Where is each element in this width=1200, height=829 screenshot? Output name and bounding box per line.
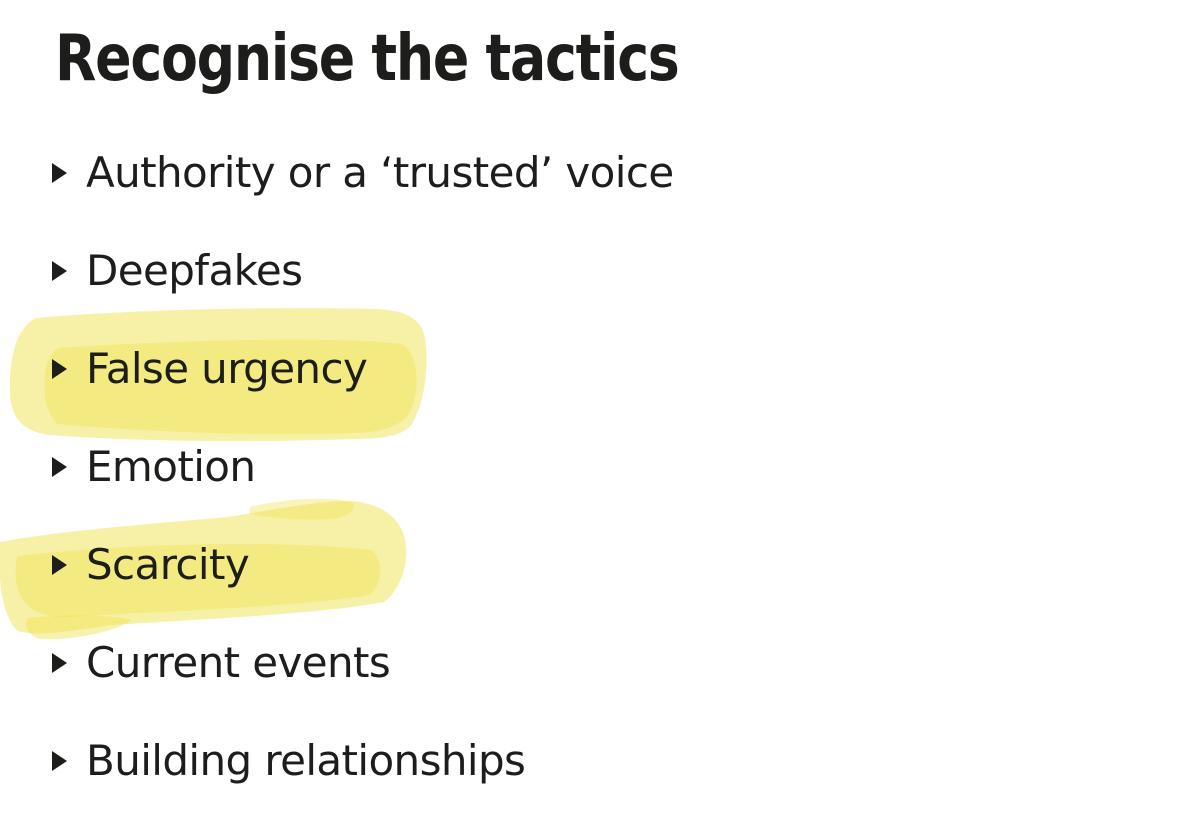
bullet-triangle-icon [52, 653, 67, 673]
highlight-stroke [25, 615, 132, 640]
bullet-triangle-icon [52, 555, 67, 575]
highlight-stroke [9, 308, 427, 442]
bullet-triangle-icon [52, 751, 67, 771]
highlight-stroke [250, 498, 355, 520]
list-item-label: Deepfakes [86, 246, 303, 295]
list-item-label: False urgency [86, 344, 368, 393]
list-item-label: Scarcity [86, 540, 250, 589]
highlight-stroke [0, 501, 407, 634]
highlight-false-urgency-mark [9, 308, 427, 442]
list-item-false-urgency: False urgency [52, 320, 674, 418]
list-item-deepfakes: Deepfakes [52, 222, 674, 320]
list-item-authority: Authority or a ‘trusted’ voice [52, 124, 674, 222]
list-item-current-events: Current events [52, 614, 674, 712]
page-title: Recognise the tactics [55, 22, 680, 96]
list-item-label: Building relationships [86, 736, 526, 785]
list-item-scarcity: Scarcity [52, 516, 674, 614]
highlight-scarcity-mark [0, 498, 407, 640]
list-item-label: Authority or a ‘trusted’ voice [86, 148, 674, 197]
tactics-list: Authority or a ‘trusted’ voice Deepfakes… [52, 124, 674, 810]
bullet-triangle-icon [52, 359, 67, 379]
list-item-label: Current events [86, 638, 391, 687]
bullet-triangle-icon [52, 457, 67, 477]
list-item-building-relationships: Building relationships [52, 712, 674, 810]
bullet-triangle-icon [52, 163, 67, 183]
bullet-triangle-icon [52, 261, 67, 281]
list-item-label: Emotion [86, 442, 256, 491]
highlight-stroke [44, 339, 417, 435]
highlight-stroke [15, 543, 381, 618]
list-item-emotion: Emotion [52, 418, 674, 516]
